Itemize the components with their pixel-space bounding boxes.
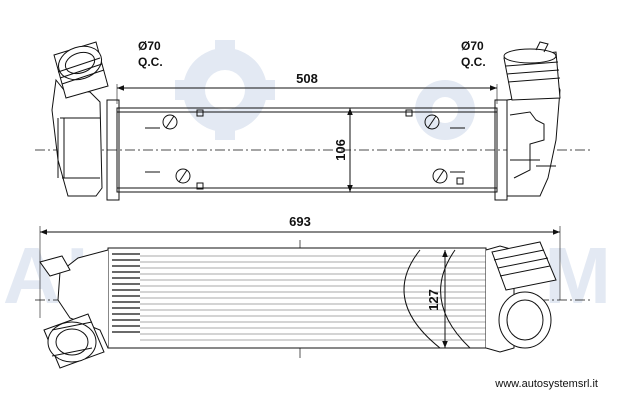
front-left-tank	[57, 249, 109, 349]
mounting-bolt-icon	[145, 109, 465, 190]
left-tank	[51, 78, 103, 197]
right-port-diameter: Ø70	[461, 39, 484, 53]
top-view	[35, 41, 590, 201]
left-port-diameter: Ø70	[138, 39, 161, 53]
cooling-fins	[140, 255, 486, 341]
front-core-height-dimension: 127	[426, 289, 441, 311]
overall-length-dimension: 693	[289, 214, 311, 229]
website-url[interactable]: www.autosystemsrl.it	[495, 378, 598, 390]
right-port-connector: Q.C.	[461, 55, 486, 69]
top-core-height-dimension: 106	[333, 139, 348, 161]
left-port-connector: Q.C.	[138, 55, 163, 69]
front-view	[35, 226, 590, 369]
top-core	[116, 107, 498, 193]
core-width-dimension: 508	[296, 71, 318, 86]
front-right-upper-connector	[491, 241, 557, 291]
